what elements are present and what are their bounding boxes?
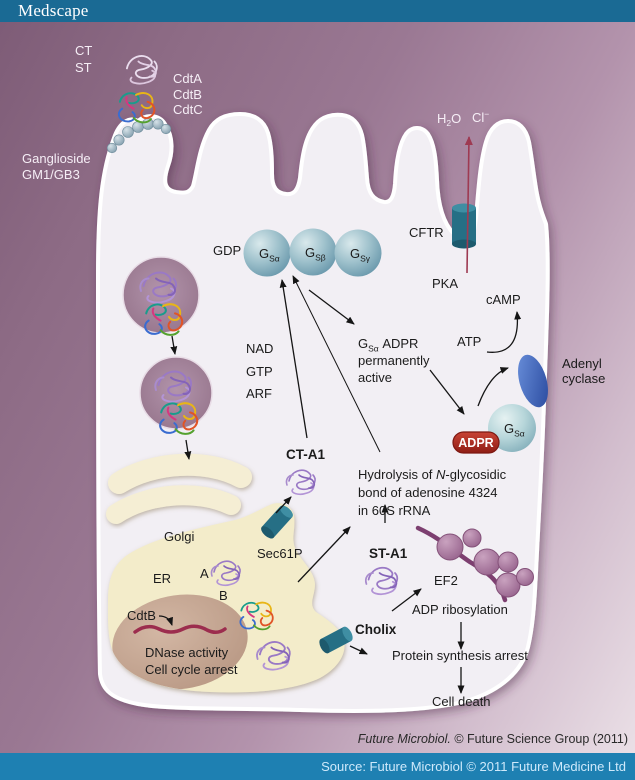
label-site-a: A (200, 566, 209, 581)
label-ct: CT (75, 43, 92, 58)
arrow-sta1-to-gprotein (292, 275, 381, 453)
label-active: active (358, 370, 392, 385)
arrow-er-exit (349, 645, 368, 655)
label-golgi: Golgi (164, 529, 194, 544)
label-camp: cAMP (486, 292, 521, 307)
medscape-header-bar: Medscape (0, 0, 635, 22)
g-protein-complex (243, 228, 382, 277)
label-er: ER (153, 571, 171, 586)
arrow-cdtb-to-dna (158, 615, 173, 626)
label-ef2: EF2 (434, 573, 458, 588)
label-nad: NAD (246, 341, 273, 356)
nucleus (112, 594, 248, 690)
arrow-cta1-to-gprotein (279, 279, 308, 439)
arrow-er-to-sta1 (297, 526, 351, 583)
arrow-gsa-to-adenyl-cyclase (477, 367, 509, 407)
label-adenyl-2: cyclase (562, 371, 605, 386)
label-permanently: permanently (358, 353, 430, 368)
journal-attribution: Future Microbiol. © Future Science Group… (357, 732, 628, 746)
label-gsa2: GSα (504, 421, 525, 439)
medscape-logo: Medscape (18, 1, 89, 20)
diagram-stage: CT ST CdtA CdtB CdtC Ganglioside GM1/GB3… (0, 22, 635, 753)
arrow-endosome2-to-golgi (184, 439, 192, 460)
label-h2o: H2O (437, 111, 461, 128)
sec61p-channel (261, 505, 293, 539)
label-ganglioside-1: Ganglioside (22, 151, 91, 166)
label-cdta: CdtA (173, 71, 202, 86)
label-adpr-pill: ADPR (458, 436, 493, 450)
ribosome-chain (415, 525, 534, 603)
label-cell-cycle: Cell cycle arrest (145, 662, 238, 677)
label-gs-gamma: GSγ (350, 246, 371, 264)
label-cdtb-nucleus: CdtB (127, 608, 156, 623)
label-cftr: CFTR (409, 225, 444, 240)
adenyl-cyclase (518, 354, 548, 408)
label-pka: PKA (432, 276, 458, 291)
label-adp-ribosylation: ADP ribosylation (412, 602, 508, 617)
label-protein-arrest: Protein synthesis arrest (392, 648, 528, 663)
label-gtp: GTP (246, 364, 273, 379)
label-st: ST (75, 60, 92, 75)
cftr-channel (452, 203, 476, 249)
label-hydrolysis-1: Hydrolysis of N-glycosidic (358, 467, 507, 482)
source-text: Source: Future Microbiol © 2011 Future M… (321, 759, 626, 774)
dna-strand (133, 624, 227, 634)
label-site-b: B (219, 588, 228, 603)
arrow-cholix-to-ef2 (391, 588, 422, 612)
label-gs-beta: GSβ (305, 245, 326, 263)
label-gs-alpha: GSα (259, 246, 280, 264)
arrow-endosome1-to-endosome2 (170, 335, 178, 355)
label-dnase: DNase activity (145, 645, 229, 660)
source-bar: Source: Future Microbiol © 2011 Future M… (0, 753, 635, 780)
golgi-apparatus (106, 453, 252, 524)
label-cholix: Cholix (355, 622, 397, 637)
label-cdtb: CdtB (173, 87, 202, 102)
label-cl: Cl− (472, 109, 489, 125)
label-arf: ARF (246, 386, 272, 401)
cdt-toxin-scribble (117, 92, 156, 124)
label-ganglioside-2: GM1/GB3 (22, 167, 80, 182)
label-gsa-adpr: GSα ADPR (358, 336, 418, 354)
label-hydrolysis-3: in 60S rRNA (358, 503, 431, 518)
label-ct-a1: CT-A1 (286, 447, 325, 462)
arrow-atp-to-camp (486, 311, 522, 353)
arrow-active-to-adpr (429, 369, 465, 415)
label-sec61p: Sec61P (257, 546, 303, 561)
arrow-pka-cftr-efflux (464, 136, 473, 274)
cell-pathway-diagram: CT ST CdtA CdtB CdtC Ganglioside GM1/GB3… (22, 43, 605, 713)
arrow-gprotein-to-gsa-adpr (308, 289, 355, 325)
adpr-gsa-complex (452, 404, 536, 454)
ct-st-toxin-scribble (125, 55, 158, 85)
ganglioside-beads (106, 118, 172, 154)
label-cell-death: Cell death (432, 694, 491, 709)
arrow-sec61p-to-cta1 (275, 496, 292, 514)
label-gdp: GDP (213, 243, 241, 258)
er-exit-channel (319, 626, 353, 654)
endosome-1 (122, 256, 200, 336)
label-cdtc: CdtC (173, 102, 203, 117)
label-st-a1: ST-A1 (369, 546, 408, 561)
label-atp: ATP (457, 334, 481, 349)
endosome-2 (139, 356, 213, 435)
label-hydrolysis-2: bond of adenosine 4324 (358, 485, 498, 500)
label-adenyl-1: Adenyl (562, 356, 602, 371)
